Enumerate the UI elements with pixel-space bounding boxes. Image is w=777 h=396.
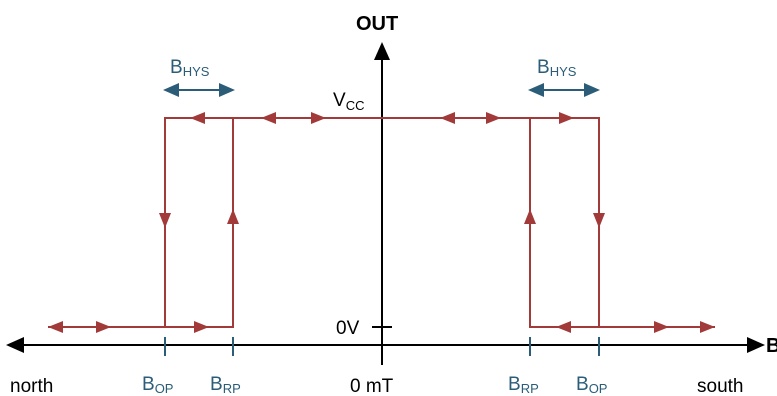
bhys-right-arrow-r: [584, 83, 600, 97]
arrow-right-2: [194, 321, 209, 333]
arrow-right-1: [96, 321, 111, 333]
arrow-right-3: [311, 112, 326, 124]
bhys-left-label: BHYS: [170, 57, 210, 79]
vcc-label: VCC: [333, 90, 364, 113]
arrow-right-5: [559, 112, 574, 124]
arrow-right-6: [654, 321, 669, 333]
arrow-left-2: [190, 112, 205, 124]
arrow-left-3: [261, 112, 276, 124]
x-axis-arrow-right: [747, 337, 765, 353]
x-axis-arrow-left: [6, 337, 24, 353]
bhys-left-arrow-r: [219, 83, 235, 97]
arrow-down-1: [159, 213, 171, 228]
bhys-right-arrow-l: [528, 83, 544, 97]
left-loop: [164, 117, 382, 327]
bhys-right-label: BHYS: [537, 57, 577, 79]
left-loop-inner: [48, 118, 234, 328]
x-axis-label: B: [766, 335, 777, 357]
arrow-down-2: [593, 213, 605, 228]
y-axis-label: OUT: [356, 13, 398, 35]
threshold-ticks: [164, 337, 600, 356]
arrow-left-1: [48, 321, 63, 333]
axes: [6, 42, 765, 365]
south-label: south: [697, 376, 743, 396]
zero-v-label: 0V: [336, 318, 360, 339]
arrow-left-4: [440, 112, 455, 124]
north-label: north: [10, 376, 53, 396]
origin-label: 0 mT: [350, 376, 394, 396]
brp-left-label: BRP: [210, 374, 241, 396]
bop-right-label: BOP: [576, 374, 607, 396]
arrow-left-5: [556, 321, 571, 333]
arrow-up-2: [524, 209, 536, 224]
hysteresis-width-left: [163, 83, 235, 97]
arrow-up-1: [227, 209, 239, 224]
curve-arrows: [48, 112, 715, 333]
y-axis-arrow: [374, 42, 390, 60]
right-loop-inner: [529, 118, 599, 328]
right-loop: [382, 117, 715, 328]
bhys-left-arrow-l: [163, 83, 179, 97]
arrow-right-7: [700, 321, 715, 333]
hysteresis-width-right: [528, 83, 600, 97]
arrow-right-4: [486, 112, 501, 124]
brp-right-label: BRP: [508, 374, 539, 396]
bop-left-label: BOP: [142, 374, 173, 396]
